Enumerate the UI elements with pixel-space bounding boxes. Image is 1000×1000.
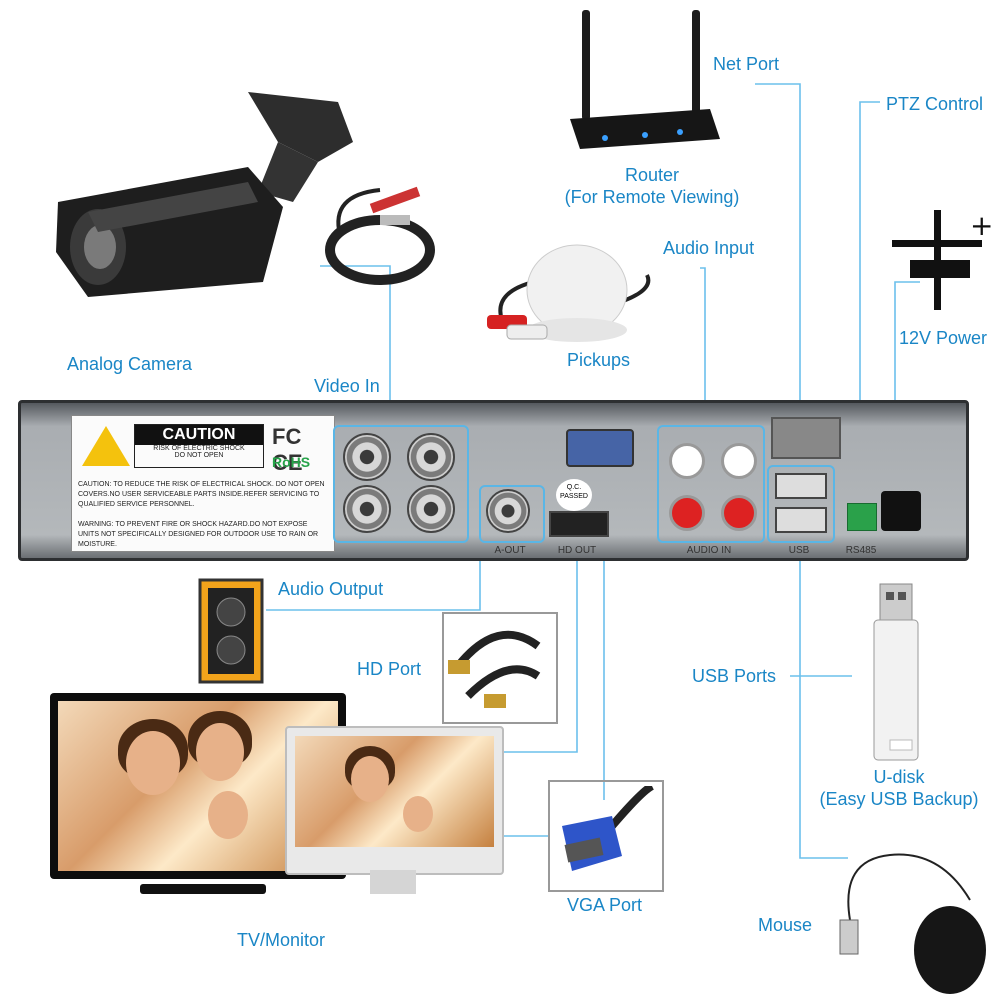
usb-port (775, 473, 827, 499)
hdmi-port (549, 511, 609, 537)
pc-monitor (285, 726, 504, 875)
wire-usb-ports (799, 520, 848, 859)
caution-sticker: CAUTION RISK OF ELECTRIC SHOCK DO NOT OP… (71, 415, 335, 552)
rca-port (721, 495, 757, 531)
a-out-label: A-OUT (494, 545, 526, 556)
photo-face (126, 731, 180, 795)
dvr-back-panel: CAUTION RISK OF ELECTRIC SHOCK DO NOT OP… (18, 400, 969, 561)
bnc-cable-icon (325, 186, 435, 285)
label-router: Router (624, 165, 680, 185)
photo-face (403, 796, 433, 832)
svg-text:+: + (970, 209, 993, 242)
label-u-disk-sub: (Easy USB Backup) (819, 789, 979, 809)
hd-out-label: HD OUT (557, 545, 597, 556)
analog-camera-icon (56, 92, 353, 297)
rca-port (669, 495, 705, 531)
photo-face (351, 756, 389, 802)
label-mouse: Mouse (758, 915, 813, 935)
pc-monitor-stand (370, 870, 416, 894)
router-icon (570, 10, 720, 149)
label-12v-power: 12V Power (899, 328, 988, 348)
label-usb-ports: USB Ports (692, 666, 777, 686)
rohs-mark: RoHS (272, 454, 311, 470)
caution-text: CAUTION: TO REDUCE THE RISK OF ELECTRICA… (78, 481, 325, 508)
label-router-sub: (For Remote Viewing) (564, 187, 740, 207)
caution-line2: DO NOT OPEN (174, 452, 224, 459)
audio-out-port-highlight (479, 485, 545, 543)
photo-face (208, 791, 248, 839)
audio-in-ports-highlight (657, 425, 765, 543)
speaker-icon (198, 578, 264, 684)
rca-port (669, 443, 705, 479)
lan-port (771, 417, 841, 459)
label-audio-input: Audio Input (663, 238, 755, 258)
usb-ports-highlight (767, 465, 835, 543)
a-out-port (486, 489, 530, 533)
rca-port (721, 443, 757, 479)
hdmi-cable-frame (442, 612, 558, 724)
wire-net-port (755, 83, 801, 418)
label-ptz-control: PTZ Control (886, 94, 984, 114)
caution-box: CAUTION RISK OF ELECTRIC SHOCK DO NOT OP… (134, 424, 264, 468)
audio-in-label: AUDIO IN (686, 545, 732, 556)
video-in-ports-highlight (333, 425, 469, 543)
label-audio-output: Audio Output (278, 579, 384, 599)
warning-text: WARNING: TO PREVENT FIRE OR SHOCK HAZARD… (78, 521, 319, 548)
wire-ptz (859, 101, 880, 505)
label-video-in: Video In (314, 376, 380, 396)
rs485-label: RS485 (845, 545, 877, 556)
tv-stand (140, 884, 266, 894)
wire-hd-port (500, 530, 578, 753)
qc-line2: PASSED (560, 493, 588, 500)
label-net-port: Net Port (713, 54, 780, 74)
label-u-disk: U-disk (873, 767, 925, 787)
dc-power-symbol-icon: + (892, 209, 993, 310)
mouse-icon (839, 853, 986, 994)
label-hd-port: HD Port (357, 659, 422, 679)
usb-label: USB (788, 545, 810, 556)
hdmi-cable-icon (448, 630, 541, 708)
usb-port (775, 507, 827, 533)
bnc-port (407, 433, 455, 481)
fcc-ce-mark: FC CE (272, 424, 303, 475)
pc-screen-family-photo (295, 736, 494, 847)
bnc-port (343, 433, 391, 481)
dc-power-jack (881, 491, 921, 531)
usb-disk-icon (873, 583, 919, 761)
wire-audio-input (700, 267, 706, 425)
caution-title: CAUTION (135, 425, 263, 445)
label-analog-camera: Analog Camera (67, 354, 193, 374)
label-vga-port: VGA Port (567, 895, 643, 915)
qc-line1: Q.C. (566, 484, 582, 491)
qc-passed-sticker: Q.C. PASSED (556, 479, 592, 511)
electric-hazard-icon (82, 426, 130, 466)
rs485-terminal (847, 503, 877, 531)
vga-port (566, 429, 634, 467)
pickup-microphone-icon (487, 244, 651, 342)
bnc-port (343, 485, 391, 533)
caution-line1: RISK OF ELECTRIC SHOCK (153, 445, 245, 452)
bnc-port (407, 485, 455, 533)
vga-cable-icon (562, 786, 655, 871)
label-tv-monitor: TV/Monitor (237, 930, 326, 950)
vga-cable-frame (548, 780, 664, 892)
photo-face (196, 723, 244, 781)
label-pickups: Pickups (567, 350, 631, 370)
